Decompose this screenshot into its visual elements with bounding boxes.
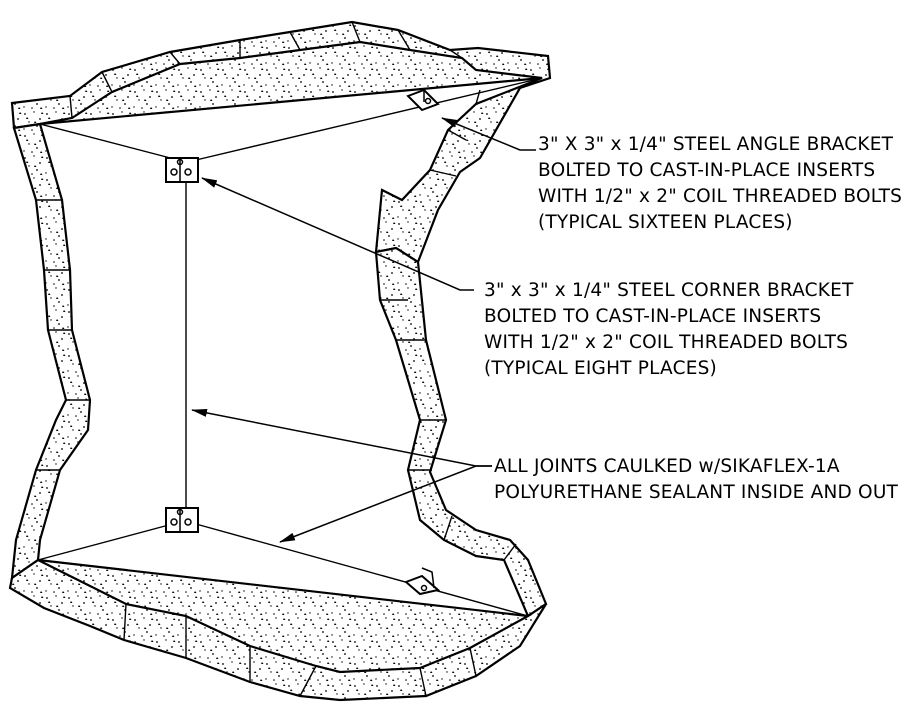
callout-line: BOLTED TO CAST-IN-PLACE INSERTS: [538, 160, 875, 181]
joint-lines: [36, 21, 517, 697]
left-wall: [10, 122, 92, 581]
top-slab: [10, 20, 552, 264]
callout-line: ALL JOINTS CAULKED w/SIKAFLEX-1A: [494, 456, 840, 477]
leader-joints-upper: [191, 408, 492, 467]
angle-bracket-bottom: [404, 567, 441, 596]
corner-bracket-top: [165, 157, 199, 183]
leader-lines: [191, 117, 536, 543]
frame-lines: [37, 77, 543, 617]
callout-line: (TYPICAL EIGHT PLACES): [484, 358, 717, 379]
callout-joints: ALL JOINTS CAULKED w/SIKAFLEX-1A POLYURE…: [494, 456, 899, 503]
callout-line: WITH 1/2" x 2" COIL THREADED BOLTS: [538, 186, 902, 207]
callout-angle-bracket: 3" X 3" x 1/4" STEEL ANGLE BRACKET BOLTE…: [538, 134, 902, 233]
callout-line: 3" x 3" x 1/4" STEEL CORNER BRACKET: [484, 280, 854, 301]
leader-corner-bracket: [201, 177, 474, 291]
callout-line: BOLTED TO CAST-IN-PLACE INSERTS: [484, 306, 821, 327]
callout-line: 3" X 3" x 1/4" STEEL ANGLE BRACKET: [538, 134, 894, 155]
angle-bracket-top: [406, 88, 440, 112]
corner-bracket-bottom: [165, 507, 199, 533]
bottom-slab: [8, 558, 547, 702]
right-wall: [374, 246, 548, 618]
leader-joints-lower: [279, 465, 492, 543]
callout-line: POLYURETHANE SEALANT INSIDE AND OUT: [494, 482, 899, 503]
callout-line: WITH 1/2" x 2" COIL THREADED BOLTS: [484, 332, 848, 353]
leader-angle-bracket: [441, 117, 536, 151]
callout-line: (TYPICAL SIXTEEN PLACES): [538, 212, 793, 233]
callout-corner-bracket: 3" x 3" x 1/4" STEEL CORNER BRACKET BOLT…: [484, 280, 854, 379]
